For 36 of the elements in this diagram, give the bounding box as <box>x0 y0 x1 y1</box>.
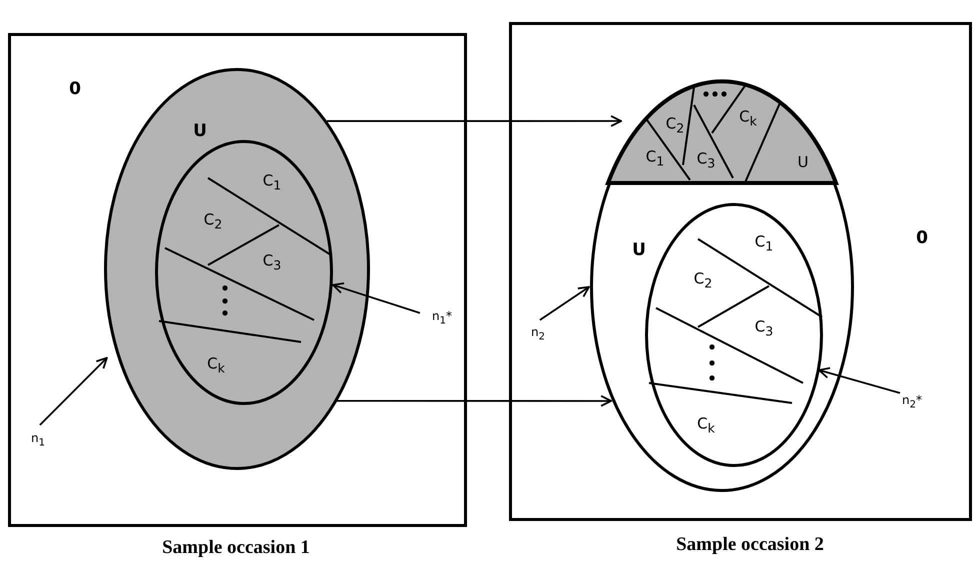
inner-ellipse <box>155 140 333 405</box>
region-label: C$_{2}$ <box>666 114 684 136</box>
panel-title: Sample occasion 2 <box>676 534 824 556</box>
region-label: U <box>798 153 808 171</box>
region-label: C$_{3}$ <box>754 318 774 338</box>
shaded-segment <box>606 82 838 185</box>
inner-ellipse <box>645 203 823 467</box>
outer-ellipse <box>590 82 854 492</box>
region-label: C$_{k}$ <box>207 354 225 376</box>
region-label: C$_{2}$ <box>204 210 222 232</box>
region-label: C$_{1}$ <box>646 148 664 168</box>
region-label: C$_{2}$ <box>694 270 712 290</box>
variable-label: n$_{2}$* <box>896 390 928 410</box>
panel-frame <box>8 33 467 527</box>
region-label: C$_{3}$ <box>696 150 716 170</box>
arrow <box>326 115 622 127</box>
arrow <box>332 282 420 314</box>
region-label: U <box>193 121 207 141</box>
region-label: 0 <box>916 228 928 248</box>
variable-label: n$_{1}$* <box>426 306 458 326</box>
panel-frame <box>509 22 972 521</box>
region-label: 0 <box>69 79 81 99</box>
arrow <box>818 367 900 394</box>
arrow <box>337 395 612 407</box>
outer-ellipse <box>104 68 370 470</box>
region-label: U <box>632 240 646 260</box>
region-label: C$_{1}$ <box>262 172 282 192</box>
panel-title: Sample occasion 1 <box>162 537 310 559</box>
arrow <box>39 356 108 426</box>
variable-label: n$_{2}$ <box>526 322 550 342</box>
arrow <box>539 286 590 321</box>
region-label: C$_{1}$ <box>754 232 774 254</box>
region-label: C$_{3}$ <box>262 252 282 272</box>
region-label: C$_{k}$ <box>697 414 715 436</box>
variable-label: n$_{1}$ <box>26 428 50 448</box>
region-label: C$_{k}$ <box>739 108 757 128</box>
